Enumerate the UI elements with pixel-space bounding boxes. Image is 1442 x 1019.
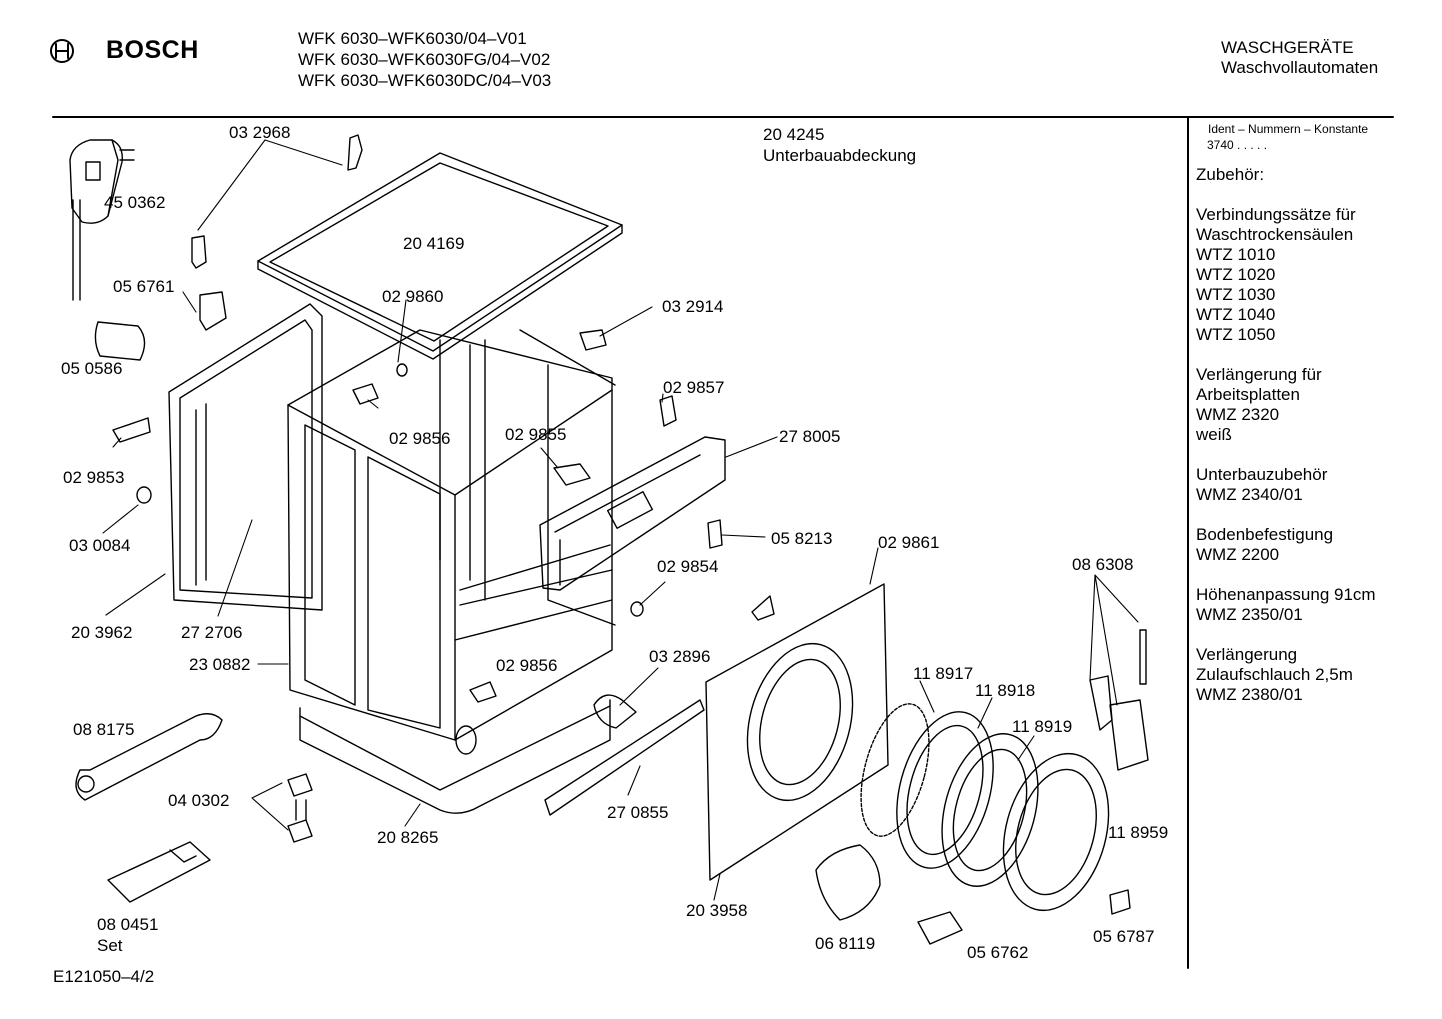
accessory-line xyxy=(1196,345,1376,365)
model-line-1: WFK 6030–WFK6030/04–V01 xyxy=(298,29,527,48)
part-label-203958: 20 3958 xyxy=(686,901,748,920)
accessory-line: WTZ 1020 xyxy=(1196,265,1276,284)
accessory-line: Zulaufschlauch 2,5m xyxy=(1196,665,1353,684)
model-line-3: WFK 6030–WFK6030DC/04–V03 xyxy=(298,71,552,90)
brand-wordmark: BOSCH xyxy=(106,36,199,64)
accessory-line xyxy=(1196,445,1376,465)
part-label-118919: 11 8919 xyxy=(1012,717,1073,736)
ident-value: 3740 . . . . . xyxy=(1207,138,1268,152)
part-label-270855: 27 0855 xyxy=(607,803,669,822)
category-subtitle: Waschvollautomaten xyxy=(1221,58,1379,77)
part-label-080451-set: Set xyxy=(97,936,123,955)
accessory-line: Bodenbefestigung xyxy=(1196,525,1334,544)
accessory-line: WMZ 2350/01 xyxy=(1196,605,1303,624)
part-desc-204245: Unterbauabdeckung xyxy=(763,146,917,165)
part-label-032968: 03 2968 xyxy=(229,123,291,142)
part-label-029857: 02 9857 xyxy=(663,378,725,397)
part-label-056787: 05 6787 xyxy=(1093,927,1155,946)
accessory-line: WMZ 2380/01 xyxy=(1196,685,1303,704)
part-label-029856-upper: 02 9856 xyxy=(389,429,451,448)
worktop-lid xyxy=(258,153,622,359)
cabinet-housing xyxy=(288,330,615,754)
part-label-050586: 05 0586 xyxy=(61,359,123,378)
accessory-line: Waschtrockensäulen xyxy=(1196,225,1354,244)
part-label-029860: 02 9860 xyxy=(382,287,444,306)
part-label-029855: 02 9855 xyxy=(505,425,567,444)
accessory-line: Verlängerung xyxy=(1196,645,1298,664)
part-label-032896: 03 2896 xyxy=(649,647,711,666)
wrench xyxy=(76,714,222,800)
part-label-272706: 27 2706 xyxy=(181,623,243,642)
base-plate xyxy=(300,700,610,813)
accessory-line: Verbindungssätze für xyxy=(1196,205,1356,224)
door-assembly xyxy=(848,697,1125,923)
cover-plate xyxy=(108,842,210,902)
part-label-450362: 45 0362 xyxy=(104,193,166,212)
part-label-056762: 05 6762 xyxy=(967,943,1029,962)
part-label-030084: 03 0084 xyxy=(69,536,131,555)
accessory-line xyxy=(1196,505,1376,525)
accessory-line: WTZ 1030 xyxy=(1196,285,1276,304)
part-label-032914: 03 2914 xyxy=(662,297,724,316)
part-label-086308: 08 6308 xyxy=(1072,555,1134,574)
category-title: WASCHGERÄTE xyxy=(1221,38,1354,57)
bottom-small-parts xyxy=(816,845,1130,944)
part-label-118918: 11 8918 xyxy=(975,681,1036,700)
accessory-line xyxy=(1196,185,1376,205)
accessory-line: Unterbauzubehör xyxy=(1196,465,1328,484)
accessory-line: WTZ 1050 xyxy=(1196,325,1276,344)
accessory-line: WTZ 1010 xyxy=(1196,245,1276,264)
accessory-line: WMZ 2340/01 xyxy=(1196,485,1303,504)
part-label-203962: 20 3962 xyxy=(71,623,133,642)
adjustable-feet xyxy=(288,774,312,842)
part-label-080451: 08 0451 xyxy=(97,915,159,934)
part-label-040302: 04 0302 xyxy=(168,791,230,810)
bosch-logo-mark xyxy=(51,40,73,62)
support-rail xyxy=(545,700,704,815)
accessory-line: WTZ 1040 xyxy=(1196,305,1276,324)
part-label-088175: 08 8175 xyxy=(73,720,135,739)
part-label-118959: 11 8959 xyxy=(1108,823,1169,842)
part-label-029853: 02 9853 xyxy=(63,468,125,487)
power-plug xyxy=(70,140,134,300)
rear-panel xyxy=(169,304,322,610)
part-label-029854: 02 9854 xyxy=(657,557,719,576)
part-label-204245: 20 4245 xyxy=(763,125,825,144)
part-label-278005: 27 8005 xyxy=(779,427,841,446)
part-label-208265: 20 8265 xyxy=(377,828,439,847)
drawing-code: E121050–4/2 xyxy=(53,967,155,986)
ident-header: Ident – Nummern – Konstante xyxy=(1208,122,1369,136)
accessory-list: Zubehör: Verbindungssätze für Waschtrock… xyxy=(1196,165,1376,705)
control-panel-bracket xyxy=(540,437,725,590)
part-label-029861: 02 9861 xyxy=(878,533,940,552)
accessory-line: Arbeitsplatten xyxy=(1196,385,1300,404)
accessory-line: Verlängerung für xyxy=(1196,365,1322,384)
accessory-line: WMZ 2200 xyxy=(1196,545,1280,564)
accessory-line: WMZ 2320 xyxy=(1196,405,1280,424)
small-parts xyxy=(95,135,774,728)
model-line-2: WFK 6030–WFK6030FG/04–V02 xyxy=(298,50,551,69)
part-label-029856-lower: 02 9856 xyxy=(496,656,558,675)
part-label-056761: 05 6761 xyxy=(113,277,175,296)
stacking-kit xyxy=(1090,630,1148,770)
accessory-line: weiß xyxy=(1196,425,1232,444)
accessory-line: Zubehör: xyxy=(1196,165,1265,184)
accessory-line: Höhenanpassung 91cm xyxy=(1196,585,1376,604)
part-label-068119: 06 8119 xyxy=(815,934,876,953)
part-label-230882: 23 0882 xyxy=(189,655,251,674)
part-label-118917: 11 8917 xyxy=(913,664,974,683)
accessory-line xyxy=(1196,625,1376,645)
front-panel xyxy=(706,584,888,880)
part-label-058213: 05 8213 xyxy=(771,529,833,548)
accessory-line xyxy=(1196,565,1376,585)
part-label-204169: 20 4169 xyxy=(403,234,465,253)
leader-lines xyxy=(103,140,1138,900)
